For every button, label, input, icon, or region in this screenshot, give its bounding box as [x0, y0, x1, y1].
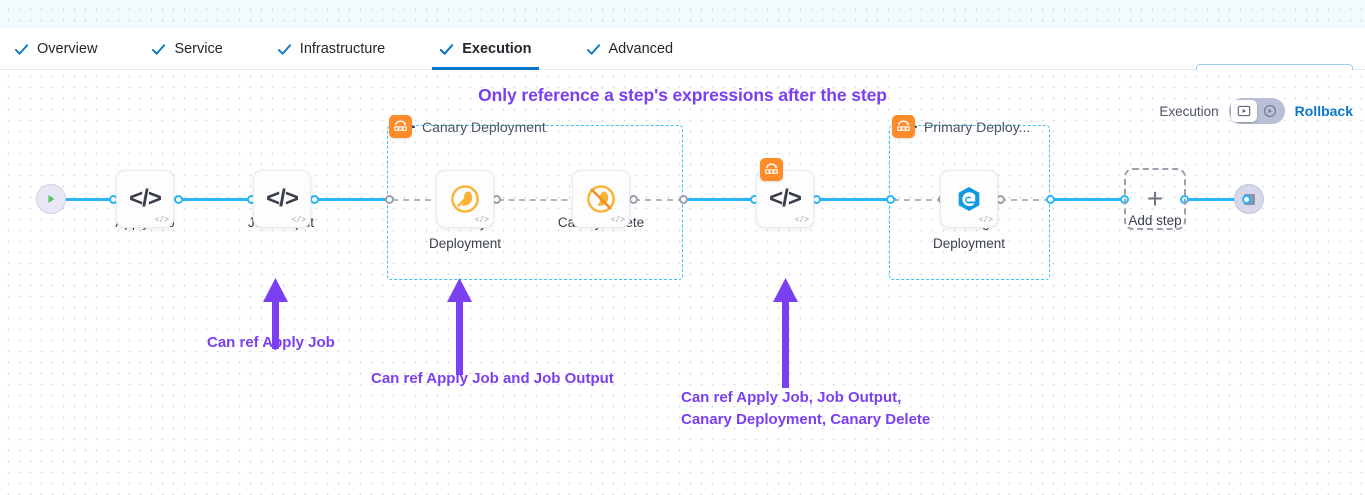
execution-canvas[interactable]: Only reference a step's expressions afte… [0, 70, 1365, 495]
node-path-badge[interactable] [760, 158, 783, 181]
node-corner-icon: </> [794, 216, 809, 225]
harness-k8s-icon [958, 187, 980, 211]
code-shell-icon: </> [129, 185, 162, 212]
stage-tabs: Overview Service Infrastructure Executio… [14, 28, 687, 70]
node-canary-deployment[interactable]: </> [436, 170, 494, 228]
toggle-knob [1230, 100, 1257, 122]
edge-add-step-to-end [1184, 198, 1246, 201]
execution-play-rect-icon [1237, 105, 1250, 117]
port-apply-job-out[interactable] [174, 195, 183, 204]
annotation-arrow-2 [447, 278, 472, 375]
step-group-icon [897, 120, 910, 131]
toggle-off-slot [1257, 100, 1283, 122]
annotation-text-1: Can ref Apply Job [207, 334, 335, 351]
group-primary-badge[interactable] [892, 115, 915, 138]
execution-rollback-control: Execution Rollback [1159, 98, 1353, 124]
node-corner-icon: </> [154, 216, 169, 225]
port-canary-group-out[interactable] [679, 195, 688, 204]
node-corner-icon: </> [978, 216, 993, 225]
check-icon [152, 43, 166, 55]
add-step-button[interactable]: + [1124, 168, 1186, 230]
port-primary-group-out[interactable] [1046, 195, 1055, 204]
group-canary-badge[interactable] [389, 115, 412, 138]
annotation-arrow-3 [773, 278, 798, 388]
code-shell-icon: </> [769, 185, 802, 212]
group-canary-title: Canary Deployment [422, 119, 546, 135]
node-job-output[interactable]: </> </> [253, 170, 311, 228]
node-corner-icon: </> [610, 216, 625, 225]
tab-advanced[interactable]: Advanced [586, 28, 688, 70]
tab-service-label: Service [174, 41, 223, 57]
tab-service[interactable]: Service [151, 28, 236, 70]
headline-note: Only reference a step's expressions afte… [478, 85, 887, 105]
edge-apply-job-to-job-output [180, 198, 298, 201]
node-canary-delete[interactable]: </> [572, 170, 630, 228]
edge-canary-group-to-path [681, 198, 759, 201]
annotation-text-3: Can ref Apply Job, Job Output, Canary De… [681, 389, 931, 428]
tab-overview[interactable]: Overview [14, 28, 111, 70]
canary-bird-icon [451, 185, 479, 213]
group-canary-title-row: Canary Deployment [401, 119, 546, 135]
tab-infrastructure-label: Infrastructure [299, 41, 386, 57]
pipeline-start-node[interactable] [36, 184, 66, 214]
edge-primary-group-in [893, 199, 943, 201]
edge-primary-group-out [1000, 199, 1050, 201]
node-corner-icon: </> [291, 216, 306, 225]
check-icon [440, 43, 454, 55]
edge-canary-group-out [634, 199, 684, 201]
node-corner-icon: </> [474, 216, 489, 225]
rollback-play-circle-icon [1263, 105, 1276, 117]
check-icon [14, 43, 29, 55]
node-path[interactable]: </> </> [756, 170, 814, 228]
canvas-top-strip [0, 0, 1365, 28]
tab-execution-label: Execution [462, 41, 532, 57]
group-canary-deployment[interactable]: Canary Deployment [387, 119, 683, 280]
step-group-icon [394, 120, 407, 131]
tab-advanced-label: Advanced [608, 41, 674, 57]
edge-start-to-apply-job [62, 198, 122, 201]
group-primary-title: Primary Deploy... [924, 119, 1031, 135]
node-apply-job[interactable]: </> </> [116, 170, 174, 228]
annotation-arrow-1 [263, 278, 288, 349]
stage-tabbar: Overview Service Infrastructure Executio… [0, 28, 1365, 91]
port-primary-group-in[interactable] [886, 195, 895, 204]
edge-canary-group-in [392, 199, 442, 201]
check-icon [586, 43, 600, 55]
tab-infrastructure[interactable]: Infrastructure [277, 28, 399, 70]
pipeline-graph: Canary Deployment Primary Deploy... [0, 70, 1365, 495]
canary-delete-icon [587, 185, 615, 213]
tab-overview-label: Overview [37, 41, 98, 57]
execution-label: Execution [1159, 103, 1219, 119]
edge-primary-group-to-add-step [1048, 198, 1126, 201]
code-shell-icon: </> [266, 185, 299, 212]
port-end-in[interactable] [1242, 195, 1251, 204]
rollback-button[interactable]: Rollback [1294, 103, 1353, 119]
port-canary-group-in[interactable] [385, 195, 394, 204]
port-canary-delete-out[interactable] [629, 195, 638, 204]
tab-execution[interactable]: Execution [432, 28, 545, 70]
execution-rollback-toggle[interactable] [1228, 98, 1285, 124]
check-icon [277, 43, 291, 55]
node-rolling-deployment[interactable]: </> [940, 170, 998, 228]
edge-job-output-to-canary-group [316, 198, 394, 201]
edge-path-to-primary-group [818, 198, 896, 201]
play-icon [48, 194, 55, 204]
edge-canary-dep-to-canary-del [498, 199, 578, 201]
port-job-output-out[interactable] [310, 195, 319, 204]
step-group-icon [765, 163, 778, 174]
annotation-text-2: Can ref Apply Job and Job Output [371, 370, 614, 387]
plus-icon: + [1146, 183, 1164, 214]
group-primary-title-row: Primary Deploy... [903, 119, 1030, 135]
